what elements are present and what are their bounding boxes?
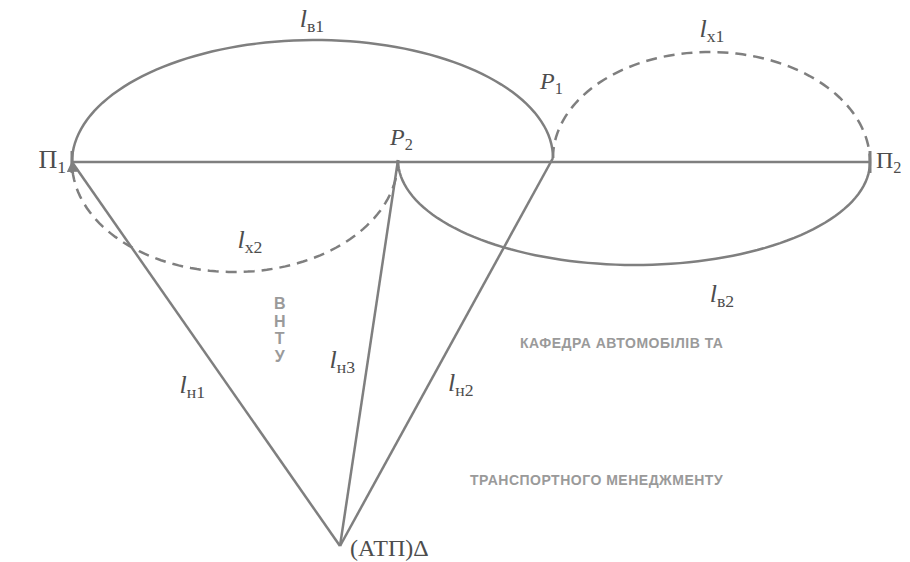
route-segment bbox=[72, 40, 553, 162]
symbol-letter: l bbox=[179, 370, 186, 399]
symbol-letter: l bbox=[448, 368, 455, 397]
symbol-letter: l bbox=[710, 279, 717, 308]
subscript: н1 bbox=[187, 382, 205, 402]
symbol-letter: l bbox=[700, 14, 707, 43]
subscript: х2 bbox=[245, 237, 263, 257]
subscript: н2 bbox=[455, 380, 473, 400]
subscript: х1 bbox=[707, 27, 725, 47]
segment-length-label: lх2 bbox=[238, 226, 263, 258]
point-label: П1 bbox=[38, 145, 66, 174]
route-segment bbox=[72, 161, 870, 164]
segment-length-label: lн3 bbox=[329, 346, 355, 378]
connector-group bbox=[72, 40, 870, 546]
route-point: P1 bbox=[540, 68, 563, 98]
symbol-letter: П bbox=[38, 145, 57, 174]
watermark-text: ВНТУ bbox=[272, 295, 288, 365]
watermark-text: ТРАНСПОРТНОГО МЕНЕДЖМЕНТУ bbox=[470, 472, 723, 488]
empty-run-path bbox=[553, 52, 870, 162]
symbol-letter: P bbox=[540, 68, 555, 94]
point-label: P1 bbox=[540, 68, 563, 94]
segment-length-label: lв2 bbox=[710, 280, 734, 312]
subscript: в2 bbox=[717, 291, 734, 311]
watermark-text: КАФЕДРА АВТОМОБІЛІВ ТА bbox=[520, 335, 723, 351]
segment-length-label: lн2 bbox=[448, 369, 474, 401]
subscript: 1 bbox=[555, 79, 563, 98]
symbol-letter: П bbox=[876, 147, 893, 173]
segment-length-label: lн1 bbox=[179, 371, 205, 403]
route-point: (АТП)Δ bbox=[350, 535, 429, 561]
point-label: (АТП)Δ bbox=[350, 535, 429, 561]
point-label: P2 bbox=[390, 124, 413, 150]
subscript: 2 bbox=[893, 158, 901, 177]
segment-length-label: lв1 bbox=[300, 5, 324, 37]
symbol-letter: l bbox=[329, 345, 336, 374]
segment-length-label: lх1 bbox=[700, 15, 725, 47]
subscript: 2 bbox=[405, 135, 413, 154]
empty-run-path bbox=[72, 160, 398, 272]
symbol-letter: l bbox=[300, 4, 307, 33]
route-segment bbox=[340, 160, 398, 546]
route-segment bbox=[72, 162, 340, 546]
subscript: 1 bbox=[57, 157, 66, 177]
route-point: П2 bbox=[876, 147, 902, 177]
symbol-letter: l bbox=[238, 225, 245, 254]
point-label: П2 bbox=[876, 147, 902, 173]
subscript: н3 bbox=[337, 357, 355, 377]
route-segment bbox=[398, 160, 870, 265]
symbol-letter: P bbox=[390, 124, 405, 150]
route-point: П1 bbox=[38, 146, 66, 178]
subscript: в1 bbox=[307, 17, 324, 37]
route-point: P2 bbox=[390, 124, 413, 154]
